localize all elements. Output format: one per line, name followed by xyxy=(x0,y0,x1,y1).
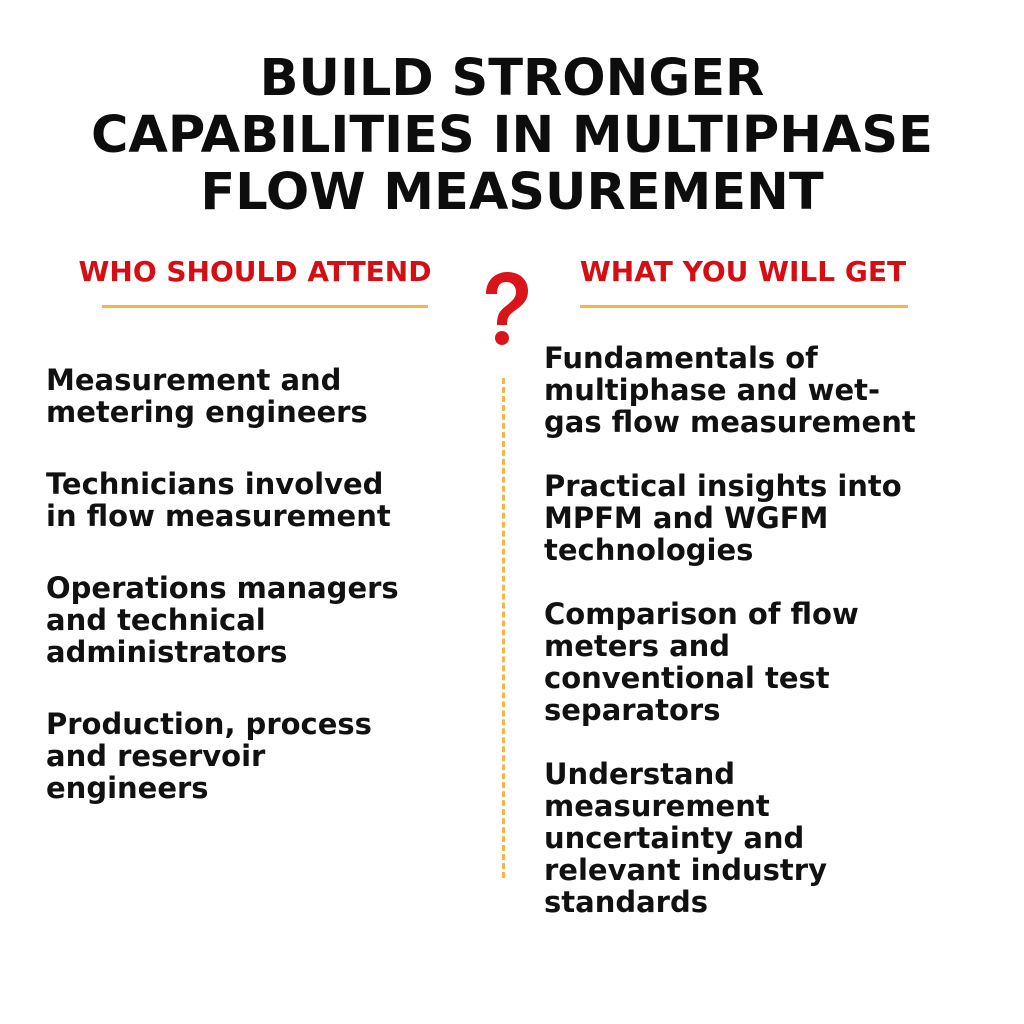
center-dashed-divider xyxy=(502,378,505,878)
title-line: FLOW MEASUREMENT xyxy=(200,163,824,222)
item-line: Comparison of flow xyxy=(544,597,859,631)
item-line: Production, process xyxy=(46,707,372,741)
item-line: engineers xyxy=(46,771,209,805)
item-line: gas flow measurement xyxy=(544,405,916,439)
question-mark-icon xyxy=(486,272,528,345)
item-line: technologies xyxy=(544,533,754,567)
who-should-attend-heading: WHO SHOULD ATTEND xyxy=(78,255,432,288)
item-line: administrators xyxy=(46,635,288,669)
item-line: Understand xyxy=(544,757,736,791)
list-item: Operations managers and technical admini… xyxy=(46,572,476,668)
item-line: Practical insights into xyxy=(544,469,902,503)
title-line: BUILD STRONGER xyxy=(259,49,765,108)
item-line: measurement xyxy=(544,789,770,823)
item-line: separators xyxy=(544,693,721,727)
right-heading-underline xyxy=(580,305,908,308)
item-line: MPFM and WGFM xyxy=(544,501,829,535)
list-item: Practical insights into MPFM and WGFM te… xyxy=(544,470,984,566)
item-line: and technical xyxy=(46,603,266,637)
list-item: Measurement and metering engineers xyxy=(46,364,476,428)
item-line: uncertainty and xyxy=(544,821,805,855)
title-line: CAPABILITIES IN MULTIPHASE xyxy=(91,106,933,165)
item-line: Operations managers xyxy=(46,571,399,605)
item-line: multiphase and wet- xyxy=(544,373,881,407)
list-item: Understand measurement uncertainty and r… xyxy=(544,758,984,918)
item-line: in flow measurement xyxy=(46,499,391,533)
item-line: conventional test xyxy=(544,661,830,695)
list-item: Fundamentals of multiphase and wet- gas … xyxy=(544,342,984,438)
audience-list: Measurement and metering engineers Techn… xyxy=(46,364,476,844)
page-title: BUILD STRONGER CAPABILITIES IN MULTIPHAS… xyxy=(0,50,1024,221)
item-line: relevant industry xyxy=(544,853,827,887)
list-item: Production, process and reservoir engine… xyxy=(46,708,476,804)
item-line: standards xyxy=(544,885,708,919)
what-you-will-get-heading: WHAT YOU WILL GET xyxy=(579,255,907,288)
item-line: Technicians involved xyxy=(46,467,384,501)
benefits-list: Fundamentals of multiphase and wet- gas … xyxy=(544,342,984,950)
left-heading-underline xyxy=(102,305,428,308)
item-line: metering engineers xyxy=(46,395,368,429)
item-line: meters and xyxy=(544,629,731,663)
item-line: Measurement and xyxy=(46,363,342,397)
list-item: Technicians involved in flow measurement xyxy=(46,468,476,532)
item-line: and reservoir xyxy=(46,739,266,773)
list-item: Comparison of flow meters and convention… xyxy=(544,598,984,726)
item-line: Fundamentals of xyxy=(544,341,818,375)
